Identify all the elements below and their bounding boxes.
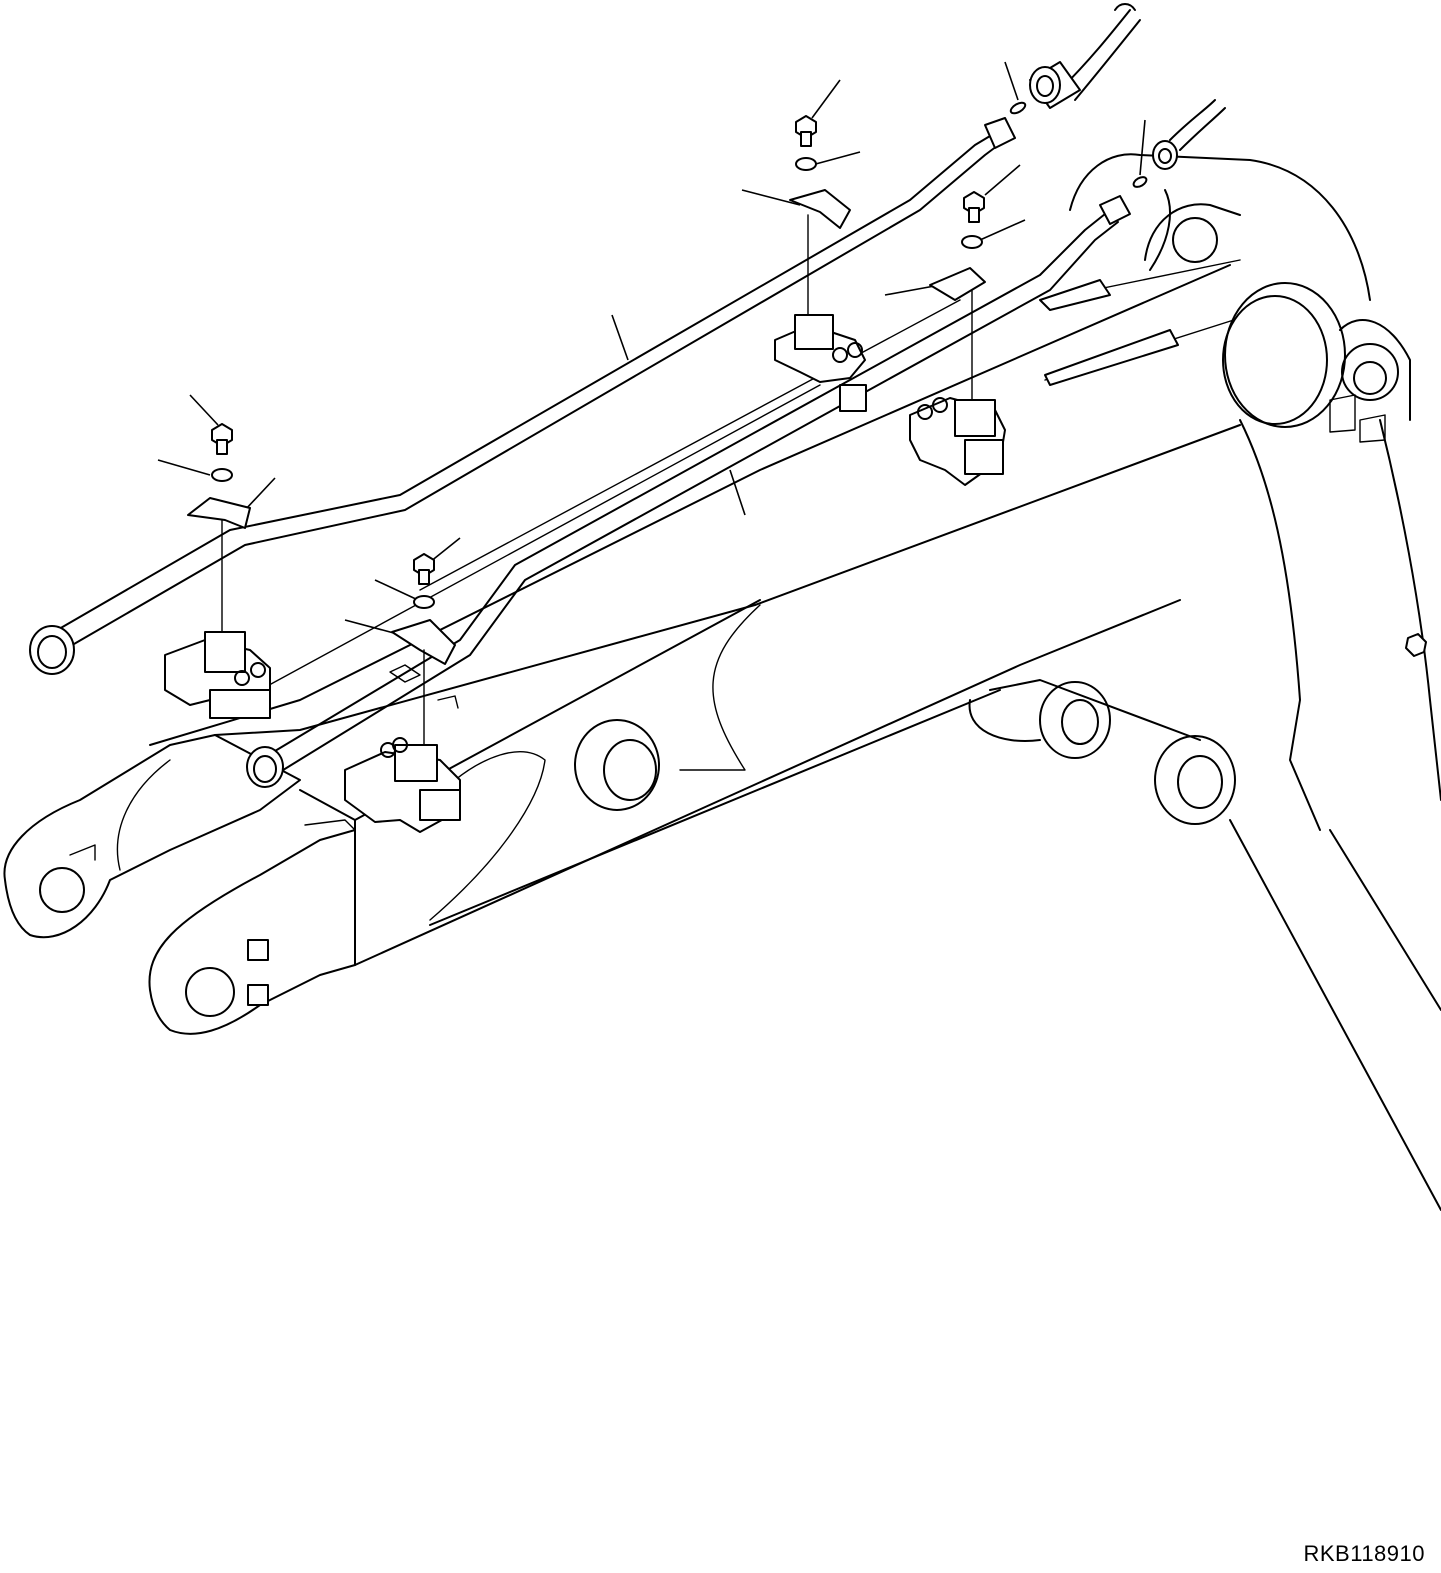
clamp-group-c	[344, 537, 461, 833]
clamp-plate-icon	[789, 189, 851, 229]
pipe-clamp-block-icon	[164, 631, 271, 719]
washer-icon	[211, 468, 233, 482]
washer-icon	[413, 595, 435, 609]
hose-fitting-icon	[1099, 195, 1131, 225]
hose-assembly-lower	[1132, 99, 1226, 188]
drawing-code: RKB118910	[1303, 1541, 1425, 1566]
hose-fitting-icon	[984, 117, 1016, 149]
clamp-plate-icon	[929, 267, 986, 301]
pipe-clamp-block-icon	[774, 314, 867, 412]
washer-icon	[795, 157, 817, 171]
clamp-group-b	[741, 79, 867, 412]
hydraulic-pipe-lower	[246, 195, 1131, 788]
bolt-icon	[211, 423, 233, 455]
bolt-icon	[795, 115, 817, 147]
clamp-plate-icon	[187, 497, 251, 529]
bolt-icon	[963, 191, 985, 223]
bolt-icon	[413, 553, 435, 585]
nut-icon	[1405, 633, 1427, 657]
pipe-end-nut-icon	[29, 625, 75, 675]
washer-icon	[961, 235, 983, 249]
clamp-group-a	[157, 394, 276, 719]
clamp-plate-icon	[391, 619, 456, 665]
pipe-clamp-block-icon	[344, 737, 461, 833]
clamp-group-d	[884, 164, 1026, 486]
o-ring-icon	[1009, 101, 1027, 115]
boom-arm	[3, 153, 1441, 1211]
pipe-clamp-block-icon	[909, 397, 1006, 486]
hydraulic-pipe-upper	[29, 117, 1016, 675]
hose-assembly-upper	[1009, 3, 1141, 115]
o-ring-icon	[1132, 176, 1148, 188]
